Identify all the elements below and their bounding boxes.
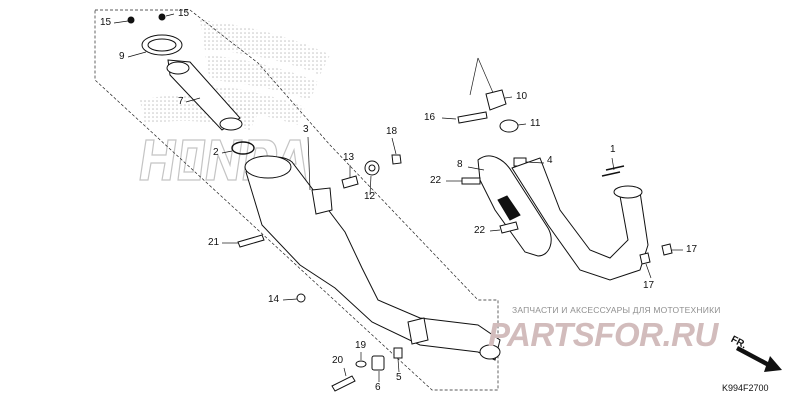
muffler-part <box>244 155 501 361</box>
bolt-22b <box>499 221 519 234</box>
callout-12: 12 <box>364 191 376 202</box>
callout-16: 16 <box>424 112 436 123</box>
fasteners <box>237 154 403 392</box>
callout-17-right: 17 <box>686 244 698 255</box>
group-outline-right <box>469 57 495 96</box>
nut-18 <box>391 154 402 165</box>
leader-lines <box>113 13 683 382</box>
mounting-bracket <box>311 187 333 215</box>
callout-22-lower: 22 <box>474 225 486 236</box>
callout-21: 21 <box>208 237 220 248</box>
callout-8: 8 <box>457 159 463 170</box>
diagram-code: K994F2700 <box>722 383 769 393</box>
watermark-tagline: ЗАПЧАСТИ И АКСЕССУАРЫ ДЛЯ МОТОТЕХНИКИ <box>512 305 721 315</box>
callout-6: 6 <box>375 382 381 393</box>
o-ring-2 <box>231 141 255 155</box>
callout-15-left: 15 <box>100 17 112 28</box>
collar-6 <box>371 355 385 371</box>
callout-18: 18 <box>386 126 398 137</box>
gasket-11 <box>499 119 519 133</box>
callout-13: 13 <box>343 152 355 163</box>
front-direction-arrow <box>736 346 782 372</box>
exhaust-pipe-part <box>511 157 649 281</box>
nut-5 <box>393 347 403 359</box>
bolt-15a <box>127 16 135 24</box>
callout-22-upper: 22 <box>430 175 442 186</box>
grommet-14 <box>296 293 306 303</box>
callout-19: 19 <box>355 340 367 351</box>
callout-4: 4 <box>547 155 553 166</box>
bolt-22a <box>461 177 481 185</box>
collar-10 <box>485 89 507 111</box>
collar-13 <box>341 175 359 189</box>
callout-14: 14 <box>268 294 280 305</box>
callout-17-bottom: 17 <box>643 280 655 291</box>
joint-parts <box>457 89 519 133</box>
bolt-21 <box>237 234 265 248</box>
callout-15-right: 15 <box>178 8 190 19</box>
bolt-16 <box>457 111 488 124</box>
callout-11: 11 <box>530 118 541 129</box>
bolt-15b <box>158 13 166 21</box>
bolt-20 <box>331 375 356 392</box>
callout-1: 1 <box>610 144 616 155</box>
nut-17a <box>639 252 651 265</box>
washer-19 <box>355 360 367 368</box>
callout-7: 7 <box>178 96 184 107</box>
nut-17b <box>661 243 673 256</box>
callout-3: 3 <box>303 124 309 135</box>
callout-20: 20 <box>332 355 344 366</box>
watermark-logo: PARTSFOR.RU <box>488 316 718 353</box>
callout-10: 10 <box>516 91 528 102</box>
callout-9: 9 <box>119 51 125 62</box>
callout-2: 2 <box>213 147 219 158</box>
callout-5: 5 <box>396 372 402 383</box>
inner-pipe-part <box>127 13 243 131</box>
heat-guard-part <box>461 155 552 257</box>
